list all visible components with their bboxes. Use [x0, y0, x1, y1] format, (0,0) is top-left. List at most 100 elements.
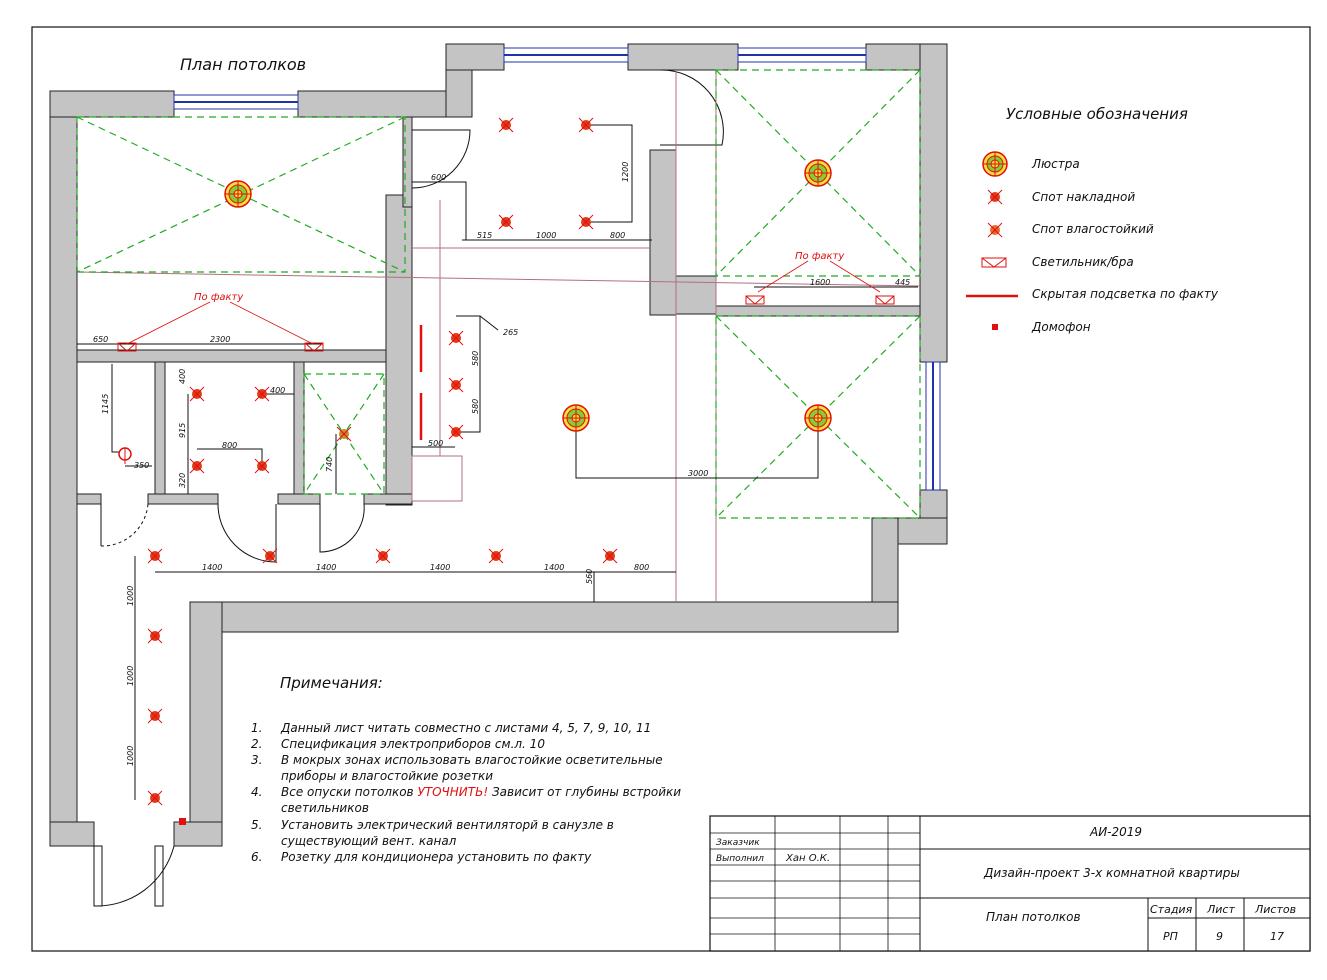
note-1: Данный лист читать совместно с листами 4… [280, 721, 651, 735]
svg-text:1400: 1400 [202, 563, 222, 572]
svg-text:5.: 5. [251, 818, 262, 832]
svg-text:Заказчик: Заказчик [716, 838, 760, 848]
svg-text:Лист: Лист [1206, 903, 1235, 916]
sheet-frame [31, 26, 1311, 952]
sconces [117, 295, 895, 352]
svg-text:2.: 2. [251, 737, 262, 751]
spots [118, 117, 618, 806]
svg-text:2300: 2300 [210, 335, 230, 344]
note-3: В мокрых зонах использовать влагостойкие… [281, 753, 663, 767]
notes-title: Примечания: [280, 674, 383, 692]
svg-text:Люстра: Люстра [1031, 157, 1080, 171]
intercom-icon [179, 818, 186, 825]
svg-text:800: 800 [222, 441, 237, 450]
svg-text:800: 800 [610, 231, 625, 240]
svg-text:1000: 1000 [126, 666, 135, 686]
dimension-lines [77, 124, 918, 800]
surface-spot-icon [254, 386, 270, 402]
walls [49, 43, 948, 847]
notes: Примечания: 1. Данный лист читать совмес… [251, 674, 681, 864]
chandeliers [224, 159, 832, 432]
svg-text:1145: 1145 [101, 394, 110, 414]
dimension-labels: 600 1200 515 1000 800 650 2300 265 580 5… [93, 162, 910, 766]
stamp-sheet-title: План потолков [986, 910, 1081, 924]
svg-text:740: 740 [325, 457, 334, 472]
svg-text:560: 560 [585, 569, 594, 584]
surface-spot-icon [147, 548, 163, 564]
drawing-title: План потолков [180, 55, 306, 74]
svg-text:9: 9 [1216, 930, 1223, 943]
svg-text:580: 580 [471, 399, 480, 414]
surface-spot-icon [448, 377, 464, 393]
surface-spot-icon [262, 548, 278, 564]
by-fact-label-right: По факту [795, 251, 845, 262]
surface-spot-icon [189, 386, 205, 402]
surface-spot-icon [448, 424, 464, 440]
chandelier-icon [982, 151, 1008, 177]
chandelier-icon [804, 404, 832, 432]
svg-text:Выполнил: Выполнил [716, 854, 764, 864]
note-2: Спецификация электроприборов см.л. 10 [281, 737, 545, 751]
note-5: Установить электрический вентиляторй в с… [281, 818, 614, 832]
windows [173, 47, 941, 491]
chandelier-icon [562, 404, 590, 432]
svg-text:Хан О.К.: Хан О.К. [785, 853, 830, 864]
surface-spot-icon [987, 189, 1003, 205]
svg-text:915: 915 [178, 423, 187, 438]
surface-spot-icon [498, 214, 514, 230]
surface-spot-icon [498, 117, 514, 133]
svg-text:Листов: Листов [1254, 903, 1296, 916]
svg-text:Стадия: Стадия [1150, 903, 1193, 916]
svg-text:1000: 1000 [536, 231, 556, 240]
waterproof-spot-icon [987, 222, 1003, 238]
surface-spot-icon [147, 790, 163, 806]
svg-text:Скрытая подсветка по факту: Скрытая подсветка по факту [1032, 287, 1219, 301]
note-6: Розетку для кондиционера установить по ф… [281, 850, 592, 864]
sconce-icon [117, 342, 137, 352]
svg-text:400: 400 [270, 386, 285, 395]
svg-text:1400: 1400 [430, 563, 450, 572]
surface-spot-icon [189, 458, 205, 474]
svg-text:1000: 1000 [126, 586, 135, 606]
surface-spot-icon [578, 117, 594, 133]
svg-text:3.: 3. [251, 753, 262, 767]
construction-lines [76, 70, 921, 602]
svg-text:600: 600 [431, 173, 446, 182]
svg-text:1000: 1000 [126, 746, 135, 766]
exhaust-fan-icon [118, 447, 132, 464]
svg-text:Светильник/бра: Светильник/бра [1032, 255, 1134, 269]
legend-title: Условные обозначения [1006, 105, 1188, 123]
sconce-icon [875, 295, 895, 305]
svg-text:РП: РП [1163, 930, 1178, 943]
svg-text:1600: 1600 [810, 278, 830, 287]
svg-text:светильников: светильников [281, 801, 369, 815]
svg-text:350: 350 [134, 461, 149, 470]
legend: Условные обозначения Люстра Спот накладн… [966, 105, 1219, 334]
svg-text:445: 445 [895, 278, 910, 287]
waterproof-spot-icon [336, 426, 352, 442]
svg-text:17: 17 [1270, 930, 1284, 943]
surface-spot-icon [448, 330, 464, 346]
surface-spot-icon [578, 214, 594, 230]
surface-spot-icon [254, 458, 270, 474]
svg-text:существующий вент. канал: существующий вент. канал [281, 834, 457, 848]
svg-text:4.: 4. [251, 785, 262, 799]
svg-text:1400: 1400 [316, 563, 336, 572]
surface-spot-icon [602, 548, 618, 564]
svg-text:265: 265 [503, 328, 518, 337]
svg-text:Домофон: Домофон [1031, 320, 1091, 334]
note-4: Все опуски потолков УТОЧНИТЬ! Зависит от… [281, 785, 681, 799]
svg-text:320: 320 [178, 473, 187, 488]
svg-text:6.: 6. [251, 850, 262, 864]
surface-spot-icon [147, 628, 163, 644]
svg-text:1.: 1. [251, 721, 262, 735]
svg-text:580: 580 [471, 351, 480, 366]
svg-text:800: 800 [634, 563, 649, 572]
surface-spot-icon [147, 708, 163, 724]
stamp-project: Дизайн-проект 3-х комнатной квартиры [983, 866, 1240, 880]
chandelier-icon [224, 180, 252, 208]
stamp-code: АИ-2019 [1089, 825, 1142, 839]
doors [93, 69, 724, 907]
svg-text:1400: 1400 [544, 563, 564, 572]
